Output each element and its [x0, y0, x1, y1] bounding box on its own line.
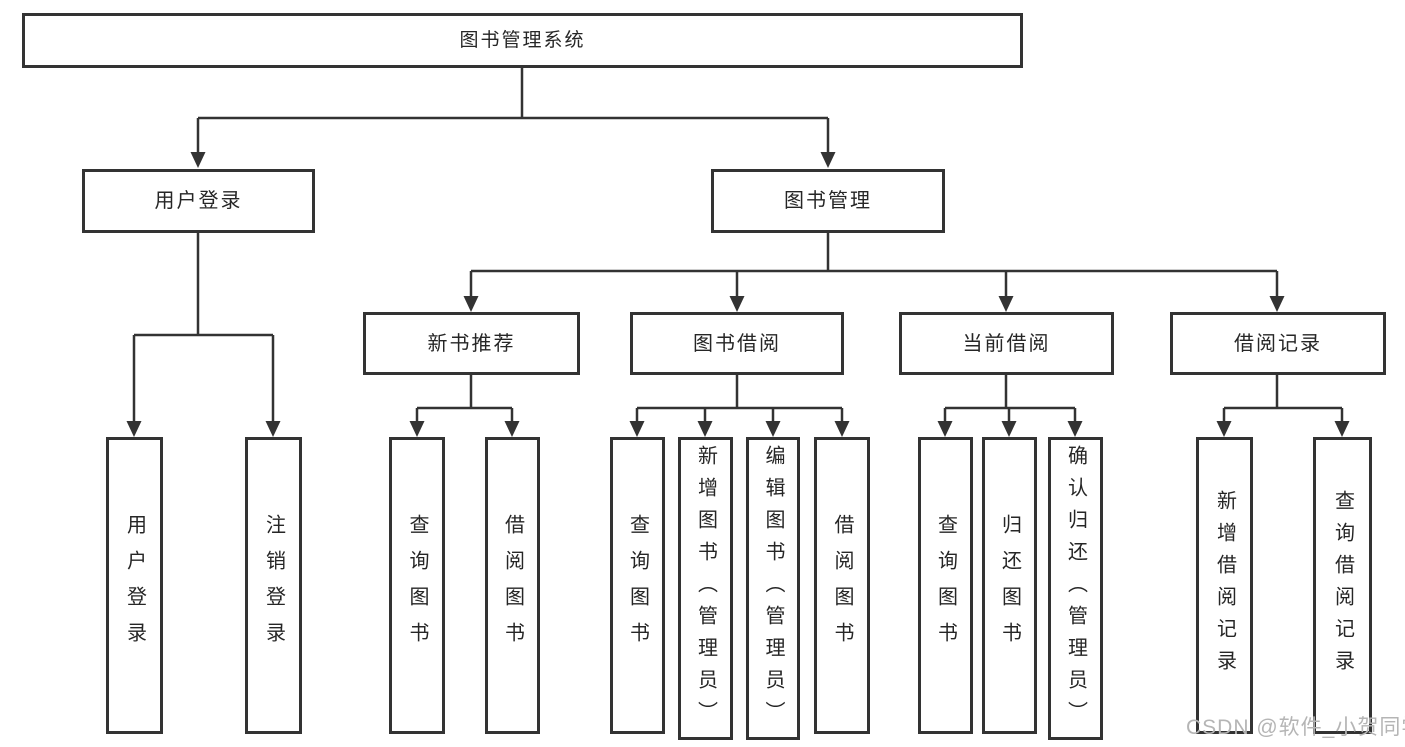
node-label: 确认归还（管理员） — [1064, 444, 1087, 733]
node-book-management: 图书管理 — [711, 169, 945, 233]
node-label: 借阅图书 — [831, 513, 853, 658]
node-label: 编辑图书（管理员） — [762, 444, 784, 733]
node-label: 借阅图书 — [501, 513, 524, 658]
node-leaf-query-books-3: 查询图书 — [918, 437, 973, 734]
node-label: 新增借阅记录 — [1213, 489, 1236, 682]
watermark: CSDN @软件_小贺同学 — [1186, 716, 1405, 739]
node-label: 归还图书 — [998, 513, 1021, 658]
node-leaf-query-borrow-record: 查询借阅记录 — [1313, 437, 1372, 734]
node-leaf-edit-book-admin: 编辑图书（管理员） — [746, 437, 800, 740]
node-label: 借阅记录 — [1234, 332, 1322, 355]
node-new-book-recommendation: 新书推荐 — [363, 312, 580, 375]
node-current-borrowing: 当前借阅 — [899, 312, 1114, 375]
node-leaf-confirm-return-admin: 确认归还（管理员） — [1048, 437, 1103, 740]
node-label: 当前借阅 — [962, 332, 1051, 355]
node-leaf-return-book: 归还图书 — [982, 437, 1037, 734]
node-leaf-add-book-admin: 新增图书（管理员） — [678, 437, 733, 740]
node-label: 查询图书 — [934, 513, 957, 658]
node-label: 用户登录 — [154, 190, 243, 212]
node-user-login-group: 用户登录 — [82, 169, 315, 233]
node-label: 注销登录 — [262, 513, 285, 658]
node-label: 新增图书（管理员） — [694, 444, 717, 733]
node-borrowing-records: 借阅记录 — [1170, 312, 1386, 375]
node-book-borrowing: 图书借阅 — [630, 312, 844, 375]
node-leaf-query-books-2: 查询图书 — [610, 437, 665, 734]
node-leaf-query-books-1: 查询图书 — [389, 437, 445, 734]
node-library-management-system: 图书管理系统 — [22, 13, 1023, 68]
node-leaf-add-borrow-record: 新增借阅记录 — [1196, 437, 1253, 734]
node-label: 图书管理 — [784, 190, 872, 212]
node-label: 查询借阅记录 — [1331, 489, 1354, 682]
node-label: 新书推荐 — [427, 332, 516, 355]
node-label: 图书管理系统 — [459, 30, 586, 51]
node-leaf-logout: 注销登录 — [245, 437, 302, 734]
arrowheads — [126, 152, 1350, 437]
node-leaf-borrow-books-2: 借阅图书 — [814, 437, 870, 734]
node-label: 查询图书 — [626, 513, 649, 658]
node-label: 用户登录 — [123, 513, 146, 658]
node-label: 查询图书 — [406, 513, 428, 658]
node-label: 图书借阅 — [693, 332, 781, 355]
node-leaf-user-login: 用户登录 — [106, 437, 163, 734]
node-leaf-borrow-books-1: 借阅图书 — [485, 437, 540, 734]
